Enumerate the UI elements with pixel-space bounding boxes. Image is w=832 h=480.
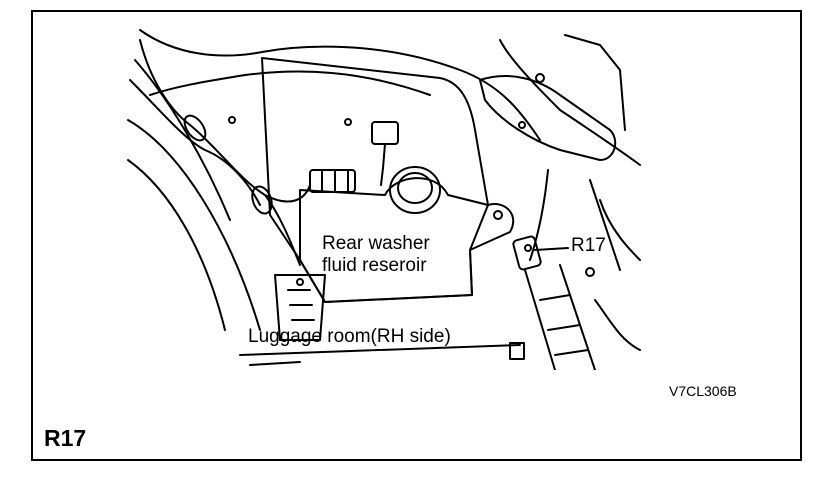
mount-hole	[493, 210, 503, 220]
mount-hole	[585, 267, 595, 277]
floor-bolt	[509, 342, 525, 360]
figure-title: R17	[44, 425, 87, 451]
reservoir-label-line2: fluid reseroir	[322, 255, 427, 276]
mount-hole	[228, 116, 236, 124]
wiring-harness-2	[129, 79, 261, 206]
location-label: Luggage room(RH side)	[248, 326, 451, 347]
r17-connector	[512, 235, 542, 271]
floor-line	[239, 344, 521, 356]
right-lower-panel-2	[594, 299, 641, 351]
reservoir-label: Rear washer fluid reseroir	[322, 233, 430, 277]
wheel-well-arc-inner	[127, 159, 226, 331]
filler-cap	[389, 166, 441, 214]
luggage-room-drawing	[127, 29, 641, 370]
side-rail-lines	[539, 294, 589, 356]
r17-leader-line	[534, 247, 569, 251]
wiring-harness-3	[264, 194, 301, 266]
harness-clip	[183, 114, 207, 142]
lower-bracket	[274, 274, 326, 341]
wiring-harness	[139, 39, 311, 203]
reservoir-label-line1: Rear washer	[322, 233, 430, 254]
mount-hole	[535, 73, 545, 83]
lower-bracket-detail	[287, 289, 315, 321]
mount-hole	[344, 118, 352, 126]
figure-frame	[31, 10, 802, 461]
rail-edge	[529, 169, 549, 261]
upper-right-panel	[564, 34, 626, 131]
mount-hole	[518, 121, 526, 129]
harness-connector-lines	[321, 169, 349, 193]
mount-hole	[296, 278, 304, 286]
r17-connector-terminal	[524, 244, 532, 252]
body-panel-outline	[139, 29, 541, 141]
wheel-well-arc-outer	[134, 59, 231, 221]
harness-clip	[251, 185, 273, 215]
pump-connector-lead	[380, 143, 386, 186]
side-rail	[524, 264, 596, 370]
pump-connector	[371, 121, 399, 145]
side-bracket	[499, 39, 641, 166]
right-lower-panel	[599, 199, 641, 261]
body-panel-inner-line	[149, 70, 431, 96]
drawing-code: V7CL306B	[669, 383, 737, 399]
floor-line-2	[249, 361, 301, 366]
side-bracket-inner	[479, 74, 617, 161]
wheel-well-arc	[127, 119, 261, 331]
filler-cap-inner	[397, 172, 433, 204]
harness-connector	[309, 169, 356, 193]
connector-label: R17	[571, 235, 606, 256]
rail-edge-2	[589, 179, 621, 271]
